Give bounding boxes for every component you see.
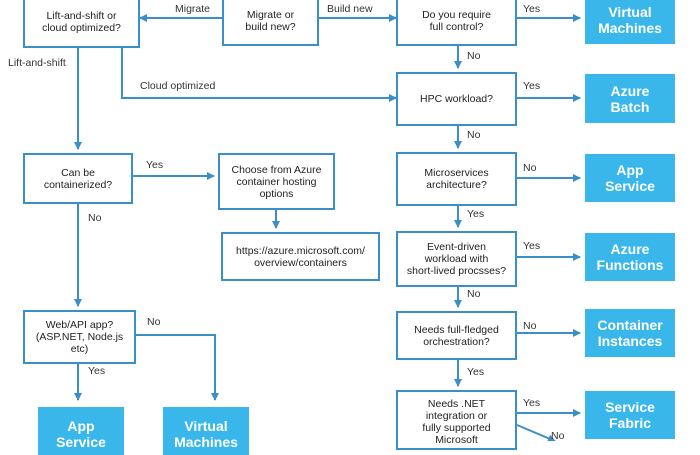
node-require-full-control: Do you require full control? — [396, 0, 517, 46]
flowchart-connectors — [74, 14, 581, 441]
label-orchestration-no: No — [523, 320, 537, 332]
node-microservices: Microservices architecture? — [396, 152, 517, 206]
label-migrate: Migrate — [175, 3, 211, 15]
result-virtual-machines-bottom: Virtual Machines — [163, 407, 249, 455]
label-build-new: Build new — [327, 3, 373, 15]
label-dotnet-no: No — [551, 430, 565, 442]
node-full-orchestration: Needs full-fledged orchestration? — [396, 311, 517, 360]
edge-cloud-optimized — [121, 48, 397, 102]
result-virtual-machines-top: Virtual Machines — [585, 0, 675, 44]
node-event-driven: Event-driven workload with short-lived p… — [396, 231, 517, 287]
result-service-fabric: Service Fabric — [585, 391, 675, 439]
label-lift-and-shift: Lift-and-shift — [8, 57, 66, 69]
result-azure-batch: Azure Batch — [585, 74, 675, 123]
result-app-service-right: App Service — [585, 154, 675, 202]
node-can-be-containerized: Can be containerized? — [23, 153, 133, 204]
node-hpc-workload: HPC workload? — [396, 72, 517, 126]
result-container-instances: Container Instances — [585, 309, 675, 357]
label-event-yes: Yes — [523, 240, 541, 252]
label-hpc-no: No — [467, 129, 481, 141]
result-azure-functions: Azure Functions — [585, 233, 675, 281]
label-webapi-no: No — [147, 316, 161, 328]
label-event-no: No — [467, 288, 481, 300]
label-hpc-yes: Yes — [523, 80, 541, 92]
label-containerized-yes: Yes — [146, 159, 164, 171]
label-webapi-yes: Yes — [88, 365, 106, 377]
label-microservices-yes: Yes — [467, 208, 485, 220]
node-containers-url: https://azure.microsoft.com/ overview/co… — [221, 232, 380, 281]
label-cloud-optimized: Cloud optimized — [140, 80, 216, 92]
edge-dotnet-no — [516, 424, 556, 441]
label-full-control-yes: Yes — [523, 3, 541, 15]
node-choose-container-hosting: Choose from Azure container hosting opti… — [218, 153, 335, 210]
label-dotnet-yes: Yes — [523, 397, 541, 409]
label-full-control-no: No — [467, 50, 481, 62]
node-needs-dotnet: Needs .NET integration or fully supporte… — [396, 390, 517, 450]
result-app-service-bottom: App Service — [38, 407, 124, 455]
label-containerized-no: No — [88, 212, 102, 224]
label-orchestration-yes: Yes — [467, 366, 485, 378]
label-microservices-no: No — [523, 162, 537, 174]
node-web-api-app: Web/API app? (ASP.NET, Node.js etc) — [23, 310, 136, 364]
node-lift-or-cloud: Lift-and-shift or cloud optimized? — [23, 0, 140, 48]
node-migrate-or-build: Migrate or build new? — [222, 0, 319, 46]
edge-webapi-no — [136, 334, 219, 401]
